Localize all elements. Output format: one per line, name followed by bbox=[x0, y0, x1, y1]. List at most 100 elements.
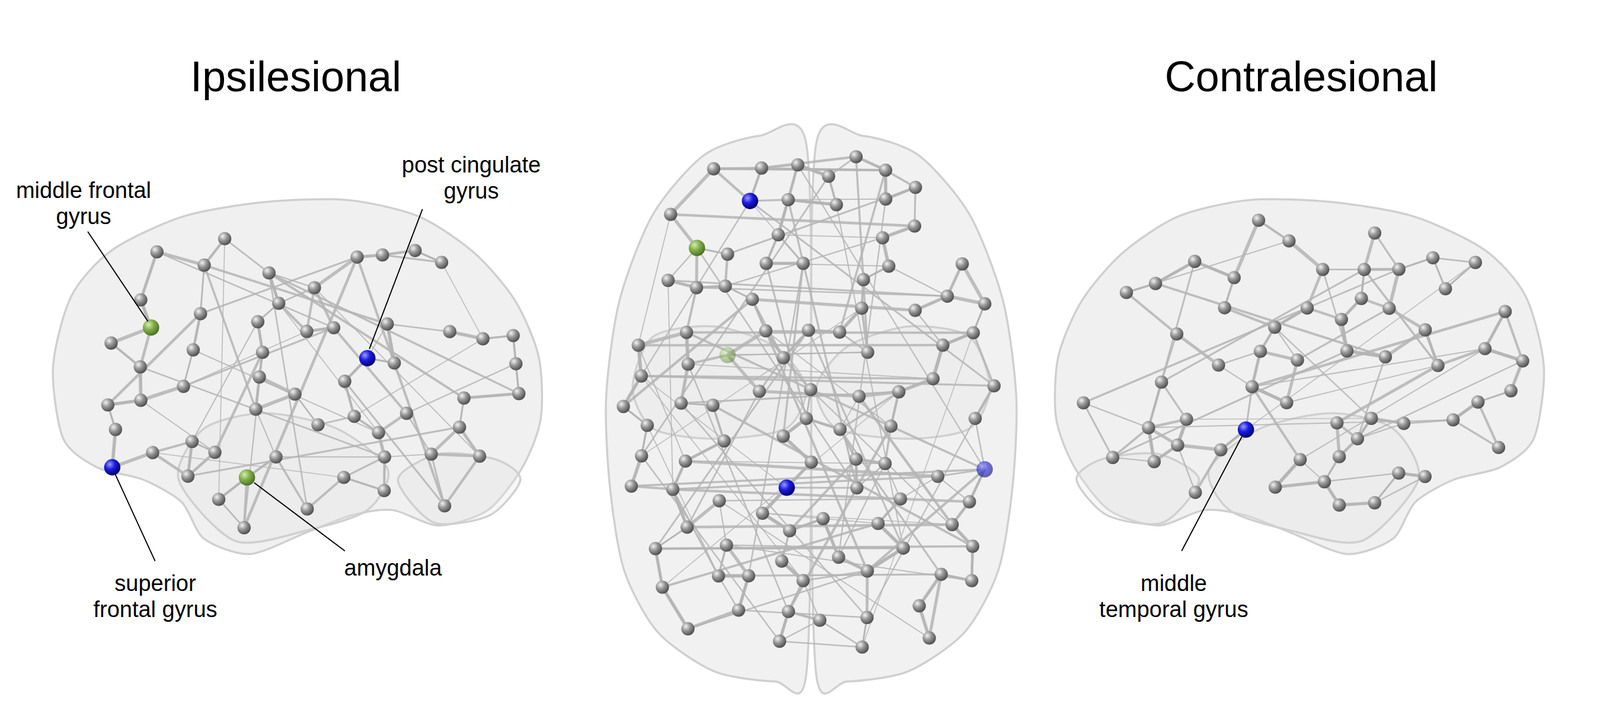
region-node bbox=[962, 494, 976, 509]
region-node bbox=[681, 357, 695, 371]
region-node bbox=[1179, 412, 1193, 426]
network-link bbox=[203, 264, 256, 410]
region-node bbox=[176, 379, 190, 394]
region-node bbox=[856, 273, 870, 287]
network-link bbox=[244, 257, 358, 529]
network-link bbox=[1177, 445, 1196, 493]
region-node bbox=[773, 634, 787, 648]
network-link bbox=[441, 262, 484, 340]
region-node bbox=[879, 192, 893, 206]
network-link bbox=[192, 321, 258, 442]
region-node bbox=[1227, 270, 1241, 284]
region-node bbox=[931, 469, 945, 483]
region-node bbox=[908, 180, 922, 194]
region-node bbox=[804, 455, 818, 469]
network-link bbox=[719, 500, 727, 546]
network-link bbox=[647, 425, 719, 577]
region-node bbox=[350, 250, 364, 264]
network-link bbox=[1252, 386, 1301, 460]
region-node bbox=[377, 483, 391, 497]
network-link bbox=[719, 499, 901, 501]
highlighted-region-node bbox=[719, 346, 737, 364]
region-node bbox=[860, 564, 874, 578]
network-link bbox=[183, 331, 308, 387]
network-link bbox=[384, 454, 432, 458]
highlighted-region-node bbox=[1237, 421, 1255, 439]
region-node bbox=[978, 296, 992, 311]
highlighted-region-node bbox=[142, 319, 160, 337]
region-node bbox=[720, 247, 734, 261]
region-node bbox=[892, 385, 906, 399]
region-node bbox=[248, 402, 263, 416]
brain-surface bbox=[52, 199, 542, 555]
region-node bbox=[648, 541, 662, 555]
region-node bbox=[1357, 263, 1371, 277]
region-node bbox=[831, 550, 845, 564]
region-node bbox=[813, 613, 827, 627]
region-node bbox=[1332, 498, 1346, 512]
region-label: amygdala bbox=[344, 555, 443, 582]
region-node bbox=[634, 449, 648, 463]
network-link bbox=[668, 280, 948, 297]
region-node bbox=[822, 169, 836, 183]
region-node bbox=[1351, 432, 1365, 446]
region-node bbox=[791, 158, 805, 172]
region-node bbox=[759, 256, 773, 270]
highlighted-region-node bbox=[688, 240, 706, 257]
region-node bbox=[1354, 291, 1368, 305]
region-node bbox=[1330, 416, 1344, 430]
region-node bbox=[1245, 379, 1259, 394]
network-link bbox=[670, 214, 915, 227]
region-node bbox=[272, 296, 286, 310]
region-node bbox=[745, 292, 759, 306]
region-node bbox=[256, 345, 270, 359]
region-node bbox=[1147, 455, 1161, 469]
region-node bbox=[893, 492, 908, 506]
region-node bbox=[1154, 375, 1168, 389]
network-link bbox=[1357, 423, 1404, 439]
network-link bbox=[856, 156, 868, 353]
region-node bbox=[387, 356, 401, 370]
network-link bbox=[888, 266, 948, 297]
region-node bbox=[408, 244, 422, 258]
network-link bbox=[765, 330, 868, 571]
network-link bbox=[141, 386, 184, 401]
region-node bbox=[1119, 285, 1133, 299]
region-node bbox=[742, 569, 756, 583]
region-node bbox=[799, 412, 813, 426]
region-node bbox=[955, 257, 969, 271]
region-node bbox=[934, 567, 948, 581]
region-node bbox=[781, 193, 795, 207]
region-node bbox=[681, 622, 695, 636]
region-node bbox=[1418, 323, 1432, 337]
network-link bbox=[306, 287, 315, 332]
network-link bbox=[662, 587, 688, 629]
region-node bbox=[1293, 452, 1307, 466]
network-link bbox=[1438, 348, 1485, 366]
region-node bbox=[1340, 344, 1354, 358]
network-link bbox=[203, 264, 388, 324]
network-link bbox=[1274, 327, 1372, 419]
region-node bbox=[133, 360, 147, 374]
network-link bbox=[1252, 311, 1506, 387]
region-node bbox=[1492, 441, 1506, 455]
leader-line bbox=[1181, 436, 1242, 552]
region-node bbox=[1253, 344, 1267, 358]
region-node bbox=[1368, 226, 1382, 240]
region-node bbox=[896, 541, 910, 555]
region-node bbox=[299, 324, 314, 338]
region-node bbox=[855, 640, 869, 654]
region-node bbox=[1397, 416, 1411, 430]
network-link bbox=[1083, 403, 1113, 458]
region-node bbox=[145, 445, 159, 459]
network-link bbox=[345, 381, 445, 506]
region-node bbox=[776, 429, 790, 443]
network-link bbox=[1161, 382, 1187, 420]
region-node bbox=[711, 569, 726, 583]
network-link bbox=[696, 287, 948, 296]
region-node bbox=[109, 422, 123, 436]
region-node bbox=[860, 345, 874, 359]
network-link bbox=[865, 570, 869, 618]
